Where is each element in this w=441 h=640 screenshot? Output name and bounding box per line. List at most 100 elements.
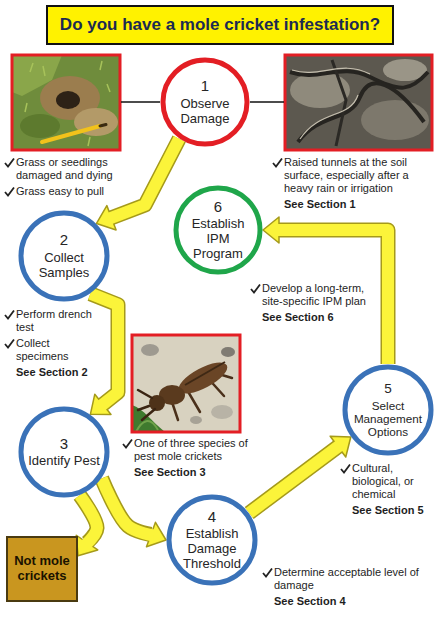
tunnel-photo-part xyxy=(292,68,370,139)
tunnel-photo-part xyxy=(290,71,428,87)
flow-arrow xyxy=(263,217,388,364)
check-mark xyxy=(4,309,15,320)
bullet-item: Determine acceptable level of damage xyxy=(262,566,436,592)
circle-text-stack: 2Collect Samples xyxy=(27,231,101,280)
cricket-photo-part xyxy=(141,344,159,356)
note-text: One of three species of pest mole cricke… xyxy=(134,437,258,463)
step-circle: 1Observe Damage xyxy=(160,57,250,147)
cricket-photo-part xyxy=(138,390,155,420)
cricket-photo-part xyxy=(136,421,158,432)
note-text: Develop a long-term, site-specific IPM p… xyxy=(262,282,376,308)
bullet-item: See Section 5 xyxy=(340,504,436,517)
check-mark xyxy=(4,338,15,349)
step-circle: 6Establish IPM Program xyxy=(173,185,263,275)
section-ref: See Section 6 xyxy=(262,311,376,324)
note-text: Grass or seedlings damaged and dying xyxy=(16,156,118,182)
step-label: Identify Pest xyxy=(27,454,101,469)
step-number: 4 xyxy=(175,508,249,525)
arrow-body xyxy=(109,139,180,219)
circle-inner: 6Establish IPM Program xyxy=(173,185,263,275)
cricket-photo-part xyxy=(221,347,235,357)
flow-arrow xyxy=(249,436,351,513)
grass-photo-part xyxy=(20,114,60,138)
section-ref: See Section 4 xyxy=(274,595,436,608)
circle-outline xyxy=(18,406,110,498)
check-mark xyxy=(4,186,15,197)
circle-text-stack: 4Establish Damage Threshold xyxy=(175,508,249,572)
step-circle: 5Select Management Options xyxy=(342,364,434,456)
bullet-item: Grass easy to pull xyxy=(4,185,118,198)
check-stroke xyxy=(273,159,282,167)
note-column: Raised tunnels at the soil surface, espe… xyxy=(272,156,436,214)
note-column: Grass or seedlings damaged and dyingGras… xyxy=(4,156,118,201)
grass-photo-part xyxy=(25,61,110,146)
check-stroke xyxy=(341,465,350,473)
grass-photo-part xyxy=(100,125,106,127)
step-label: Select Management Options xyxy=(351,399,425,439)
cricket-photo-part xyxy=(211,405,233,419)
circle-text-stack: 5Select Management Options xyxy=(351,381,425,439)
step-number: 6 xyxy=(182,198,254,215)
note-text: Cultural, biological, or chemical xyxy=(352,462,436,501)
tunnel-photo-part xyxy=(361,100,429,140)
flow-arrow xyxy=(90,294,118,415)
bullet-item: Cultural, biological, or chemical xyxy=(340,462,436,501)
note-text: Perform drench test xyxy=(16,308,104,334)
arrow-body xyxy=(249,445,340,513)
step-label: Establish IPM Program xyxy=(182,217,254,262)
circle-ring xyxy=(163,60,247,144)
circle-ring xyxy=(176,188,260,272)
check-mark xyxy=(340,463,351,474)
leader-lines-part xyxy=(250,101,284,103)
note-column: Perform drench testCollect specimensSee … xyxy=(4,308,104,382)
circle-ring xyxy=(21,213,107,299)
note-column: Determine acceptable level of damageSee … xyxy=(262,566,436,611)
title-text: Do you have a mole cricket infestation? xyxy=(60,15,380,34)
section-ref: See Section 1 xyxy=(284,198,436,211)
tunnel-photo-part xyxy=(298,83,424,142)
arrow-body xyxy=(90,294,118,407)
note-text: Raised tunnels at the soil surface, espe… xyxy=(284,156,436,195)
arrow-body xyxy=(102,478,154,535)
circle-text-stack: 3Identify Pest xyxy=(27,435,101,469)
tunnel-photo-part xyxy=(285,55,432,150)
arrow-body xyxy=(80,495,97,545)
check-mark xyxy=(122,438,133,449)
section-ref: See Section 3 xyxy=(134,466,258,479)
note-column: Develop a long-term, site-specific IPM p… xyxy=(250,282,376,327)
circle-inner: 2Collect Samples xyxy=(18,210,110,302)
step-label: Collect Samples xyxy=(27,251,101,281)
bullet-item: Collect specimens xyxy=(4,337,104,363)
check-mark xyxy=(272,157,283,168)
leader-lines-part xyxy=(121,101,160,103)
step-number: 3 xyxy=(27,435,101,452)
check-stroke xyxy=(5,311,14,319)
step-label: Establish Damage Threshold xyxy=(175,527,249,572)
note-text: Determine acceptable level of damage xyxy=(274,566,436,592)
circle-text-stack: 6Establish IPM Program xyxy=(182,198,254,262)
section-ref: See Section 2 xyxy=(16,366,104,379)
note-text: Grass easy to pull xyxy=(16,185,118,198)
bullet-item: See Section 2 xyxy=(4,366,104,379)
check-stroke xyxy=(123,440,132,448)
circle-inner: 5Select Management Options xyxy=(342,364,434,456)
bullet-item: Develop a long-term, site-specific IPM p… xyxy=(250,282,376,308)
circle-inner: 1Observe Damage xyxy=(160,57,250,147)
circle-inner: 3Identify Pest xyxy=(18,406,110,498)
bullet-item: Perform drench test xyxy=(4,308,104,334)
outcome-box: Not mole crickets xyxy=(6,536,78,602)
grass-photo xyxy=(12,55,120,150)
tunnel-photo xyxy=(285,55,432,150)
bullet-item: See Section 6 xyxy=(250,311,376,324)
bullet-item: Grass or seedlings damaged and dying xyxy=(4,156,118,182)
circle-ring xyxy=(345,367,431,453)
bullet-item: Raised tunnels at the soil surface, espe… xyxy=(272,156,436,195)
note-column: Cultural, biological, or chemicalSee Sec… xyxy=(340,462,436,520)
cricket-photo-part xyxy=(132,335,240,432)
step-label: Observe Damage xyxy=(169,97,241,127)
bullet-item: One of three species of pest mole cricke… xyxy=(122,437,258,463)
outcome-label: Not mole crickets xyxy=(12,554,72,584)
check-mark xyxy=(262,567,273,578)
grass-photo-part xyxy=(56,91,80,109)
